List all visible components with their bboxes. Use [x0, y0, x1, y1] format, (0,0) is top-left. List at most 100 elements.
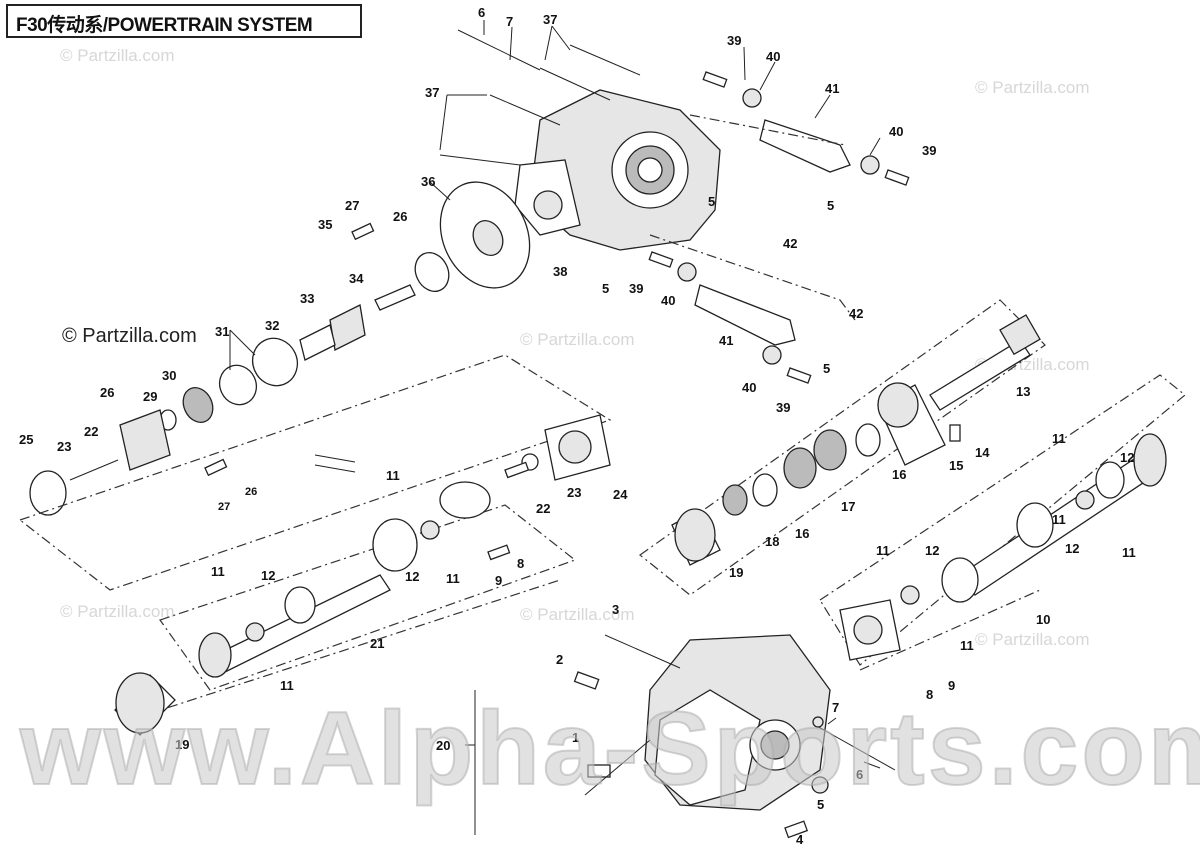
- partzilla-watermark: © Partzilla.com: [975, 630, 1090, 649]
- callout-12: 12: [1120, 450, 1134, 465]
- callout-36: 36: [421, 174, 435, 189]
- callout-29: 29: [143, 389, 157, 404]
- callout-14: 14: [975, 445, 990, 460]
- callout-leader-lines: [229, 20, 881, 835]
- diagram-title: F30传动系/POWERTRAIN SYSTEM: [16, 15, 313, 36]
- callout-9: 9: [948, 678, 955, 693]
- partzilla-watermark: © Partzilla.com: [60, 602, 175, 621]
- callout-30: 30: [162, 368, 176, 383]
- callout-35: 35: [318, 217, 332, 232]
- front-driveshaft: [839, 433, 1167, 661]
- callout-32: 32: [265, 318, 279, 333]
- rear-bearing-housing: [487, 414, 611, 561]
- rear-pinion-shaft-stack: [29, 222, 450, 516]
- callout-2: 2: [556, 652, 563, 667]
- callout-12: 12: [1065, 541, 1079, 556]
- callout-9: 9: [495, 573, 502, 588]
- callout-5: 5: [827, 198, 834, 213]
- callout-39: 39: [727, 33, 741, 48]
- callout-39: 39: [629, 281, 643, 296]
- long-bolts-37: [439, 29, 641, 166]
- callout-17: 17: [841, 499, 855, 514]
- front-output-shaft-stack: [671, 314, 1041, 566]
- callout-26: 26: [245, 486, 257, 498]
- callout-25: 25: [19, 432, 33, 447]
- callout-19: 19: [729, 565, 743, 580]
- callout-8: 8: [926, 687, 933, 702]
- callout-26: 26: [393, 209, 407, 224]
- callout-1: 1: [572, 730, 579, 745]
- callout-40: 40: [742, 380, 756, 395]
- callout-15: 15: [949, 458, 963, 473]
- callout-11: 11: [446, 571, 460, 586]
- partzilla-watermark: © Partzilla.com: [520, 605, 635, 624]
- callout-5: 5: [823, 361, 830, 376]
- callout-12: 12: [925, 543, 939, 558]
- callout-20: 20: [436, 738, 450, 753]
- callout-40: 40: [766, 49, 780, 64]
- callout-11: 11: [1122, 545, 1136, 560]
- callout-16: 16: [892, 467, 906, 482]
- rear-driveshaft: [198, 481, 491, 678]
- callout-42: 42: [849, 306, 863, 321]
- callout-11: 11: [876, 543, 890, 558]
- callout-21: 21: [370, 636, 384, 651]
- callout-12: 12: [261, 568, 275, 583]
- callout-23: 23: [567, 485, 581, 500]
- callout-11: 11: [1052, 512, 1066, 527]
- diagram-title-box: F30传动系/POWERTRAIN SYSTEM: [6, 4, 362, 38]
- rear-driveshaft-group-outline: [18, 354, 612, 591]
- callout-31: 31: [215, 324, 229, 339]
- callout-16: 16: [795, 526, 809, 541]
- rear-differential-assembly: [514, 89, 721, 251]
- callout-11: 11: [960, 638, 974, 653]
- callout-26: 26: [100, 385, 114, 400]
- callout-23: 23: [57, 439, 71, 454]
- callout-5: 5: [708, 194, 715, 209]
- partzilla-watermark: © Partzilla.com: [975, 78, 1090, 97]
- callout-6: 6: [856, 767, 863, 782]
- callout-40: 40: [889, 124, 903, 139]
- callout-labels: 6 7 37 37 39 40 41 40 39 5 5 42 36 27 35…: [19, 5, 1136, 847]
- front-shaft-group-outline: [639, 299, 1046, 596]
- callout-10: 10: [1036, 612, 1050, 627]
- callout-5: 5: [602, 281, 609, 296]
- callout-34: 34: [349, 271, 364, 286]
- callout-39: 39: [776, 400, 790, 415]
- mount-bracket-top: [702, 71, 910, 186]
- callout-4: 4: [796, 832, 804, 847]
- callout-40: 40: [661, 293, 675, 308]
- callout-38: 38: [553, 264, 567, 279]
- callout-19: 19: [175, 737, 189, 752]
- callout-8: 8: [517, 556, 524, 571]
- callout-11: 11: [211, 564, 225, 579]
- alpha-sports-watermark: www.Alpha-Sports.com: [19, 690, 1200, 808]
- callout-42: 42: [783, 236, 797, 251]
- callout-11: 11: [280, 678, 294, 693]
- partzilla-watermark: © Partzilla.com: [60, 46, 175, 65]
- callout-11: 11: [1052, 431, 1066, 446]
- callout-6: 6: [478, 5, 485, 20]
- callout-22: 22: [84, 424, 98, 439]
- callout-18: 18: [765, 534, 779, 549]
- callout-24: 24: [613, 487, 628, 502]
- callout-11: 11: [386, 468, 400, 483]
- partzilla-watermark: © Partzilla.com: [520, 330, 635, 349]
- callout-3: 3: [612, 602, 619, 617]
- callout-39: 39: [922, 143, 936, 158]
- mount-bracket-bottom: [648, 251, 812, 384]
- callout-41: 41: [825, 81, 839, 96]
- callout-37: 37: [543, 12, 557, 27]
- callout-7: 7: [832, 700, 839, 715]
- partzilla-watermark-dark: © Partzilla.com: [62, 325, 197, 347]
- callout-27: 27: [345, 198, 359, 213]
- brake-disc: [439, 181, 531, 289]
- callout-37: 37: [425, 85, 439, 100]
- callout-41: 41: [719, 333, 733, 348]
- callout-7: 7: [506, 14, 513, 29]
- callout-12: 12: [405, 569, 419, 584]
- callout-33: 33: [300, 291, 314, 306]
- front-gear-case: [573, 634, 896, 839]
- rear-cv-boot: [114, 672, 176, 736]
